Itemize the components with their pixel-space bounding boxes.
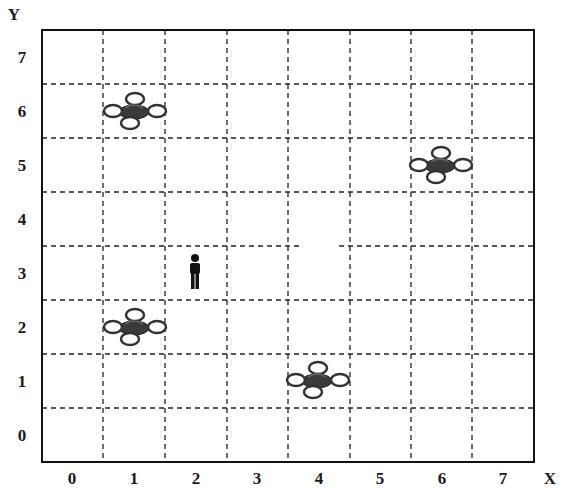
axis-tick: 3 [253,470,262,487]
axis-tick: 0 [18,427,27,444]
drone-symbol [104,309,166,345]
person-symbol [190,254,200,289]
axis-tick: 7 [18,49,27,66]
drone-symbol [104,93,166,129]
axis-tick: 5 [18,157,27,174]
axis-tick: 0 [68,470,77,487]
axis-tick: 3 [18,265,27,282]
axis-tick: 1 [130,470,139,487]
axis-tick: 1 [18,373,27,390]
axis-tick: 7 [499,470,508,487]
axis-title: X [544,470,556,487]
axis-tick: 6 [18,103,27,120]
axis-tick: 2 [18,319,27,336]
plot-frame [42,30,534,462]
drone-symbol [410,147,472,183]
grid-gap [300,245,336,248]
axis-tick: 6 [438,470,447,487]
drone-symbol [287,362,349,398]
axis-tick: 4 [18,211,27,228]
grid-lines [42,30,534,462]
axis-tick: 4 [315,470,324,487]
axis-title: Y [8,6,20,23]
axis-tick: 2 [192,470,201,487]
axis-tick: 5 [376,470,385,487]
